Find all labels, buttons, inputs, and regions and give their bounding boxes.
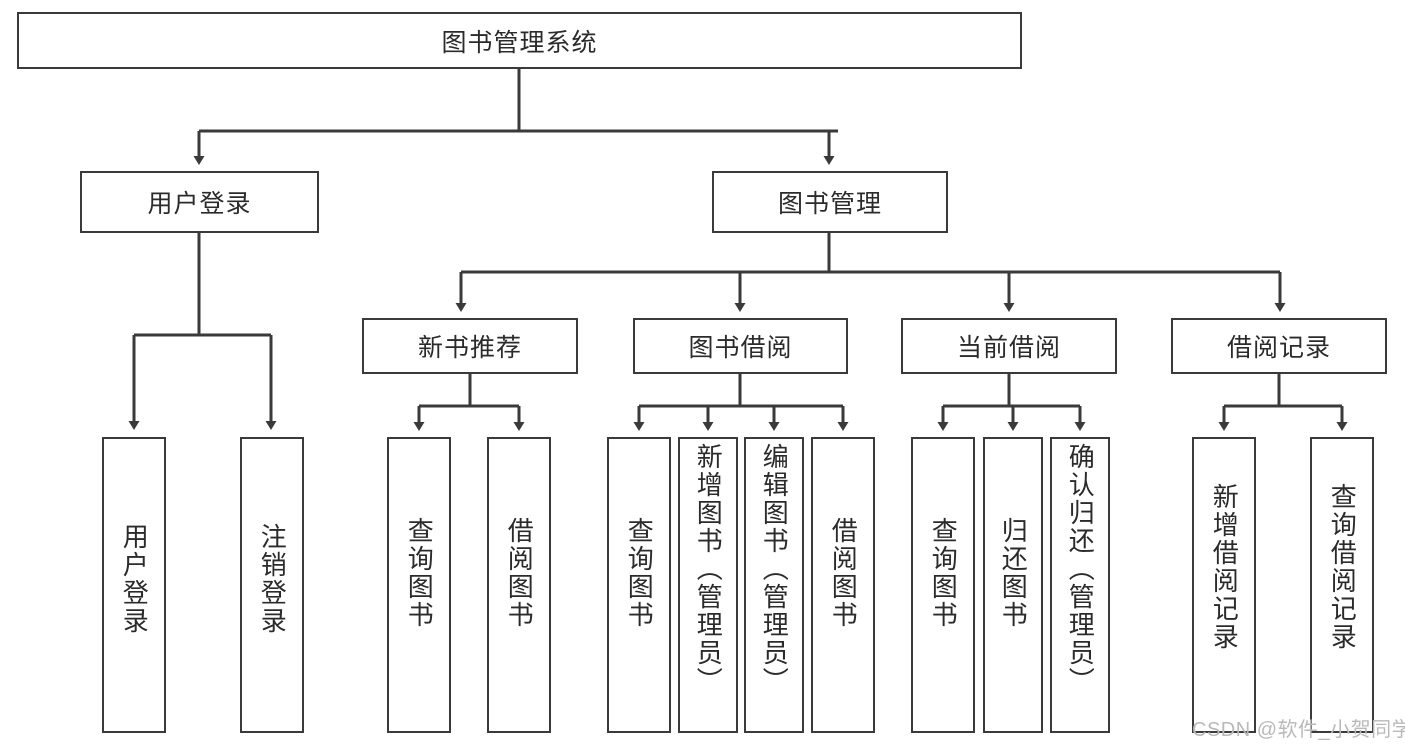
- node-leaf-borrow-book[interactable]: 借阅图书: [811, 437, 875, 733]
- node-book-manage-label: 图书管理: [777, 190, 882, 218]
- node-leaf-borrow-book-recommend[interactable]: 借阅图书: [487, 437, 551, 733]
- node-leaf-add-book[interactable]: 新增图书（管理员）: [678, 437, 738, 733]
- node-borrow-record[interactable]: 借阅记录: [1171, 318, 1387, 374]
- node-leaf-user-login[interactable]: 用户登录: [102, 437, 166, 733]
- node-book-borrow-label: 图书借阅: [688, 334, 793, 362]
- node-leaf-query-book-current-label: 查询图书: [928, 517, 959, 629]
- node-book-manage[interactable]: 图书管理: [712, 171, 948, 233]
- node-leaf-query-book-borrow-label: 查询图书: [624, 517, 655, 629]
- node-leaf-add-borrow-record-label: 新增借阅记录: [1209, 483, 1240, 651]
- node-leaf-query-borrow-record[interactable]: 查询借阅记录: [1310, 437, 1374, 733]
- node-leaf-query-book-current[interactable]: 查询图书: [911, 437, 975, 733]
- node-leaf-edit-book[interactable]: 编辑图书（管理员）: [744, 437, 804, 733]
- node-new-book-recommend-label: 新书推荐: [417, 334, 522, 362]
- node-leaf-confirm-return-label: 确认归还（管理员）: [1065, 443, 1096, 695]
- node-root-label: 图书管理系统: [441, 28, 598, 57]
- node-new-book-recommend[interactable]: 新书推荐: [362, 318, 578, 374]
- node-leaf-borrow-book-recommend-label: 借阅图书: [504, 517, 535, 629]
- node-leaf-logout-label: 注销登录: [257, 523, 288, 635]
- node-leaf-return-book-label: 归还图书: [998, 517, 1029, 629]
- node-root[interactable]: 图书管理系统: [17, 12, 1022, 69]
- node-leaf-return-book[interactable]: 归还图书: [983, 437, 1043, 733]
- node-book-borrow[interactable]: 图书借阅: [633, 318, 848, 374]
- node-current-borrow-label: 当前借阅: [956, 334, 1061, 362]
- node-user-login[interactable]: 用户登录: [80, 171, 319, 233]
- node-leaf-add-book-label: 新增图书（管理员）: [693, 443, 724, 695]
- node-leaf-edit-book-label: 编辑图书（管理员）: [759, 443, 790, 695]
- node-leaf-user-login-label: 用户登录: [119, 523, 150, 635]
- node-leaf-borrow-book-label: 借阅图书: [828, 517, 859, 629]
- csdn-watermark: CSDN @软件_小贺同学: [1192, 719, 1405, 741]
- node-leaf-query-book-recommend[interactable]: 查询图书: [387, 437, 451, 733]
- node-borrow-record-label: 借阅记录: [1226, 334, 1331, 362]
- node-leaf-query-borrow-record-label: 查询借阅记录: [1327, 483, 1358, 651]
- node-user-login-label: 用户登录: [147, 190, 252, 218]
- node-current-borrow[interactable]: 当前借阅: [901, 318, 1117, 374]
- node-leaf-query-book-borrow[interactable]: 查询图书: [607, 437, 671, 733]
- node-leaf-query-book-recommend-label: 查询图书: [404, 517, 435, 629]
- node-leaf-confirm-return[interactable]: 确认归还（管理员）: [1050, 437, 1110, 733]
- node-leaf-logout[interactable]: 注销登录: [240, 437, 304, 733]
- node-leaf-add-borrow-record[interactable]: 新增借阅记录: [1192, 437, 1256, 733]
